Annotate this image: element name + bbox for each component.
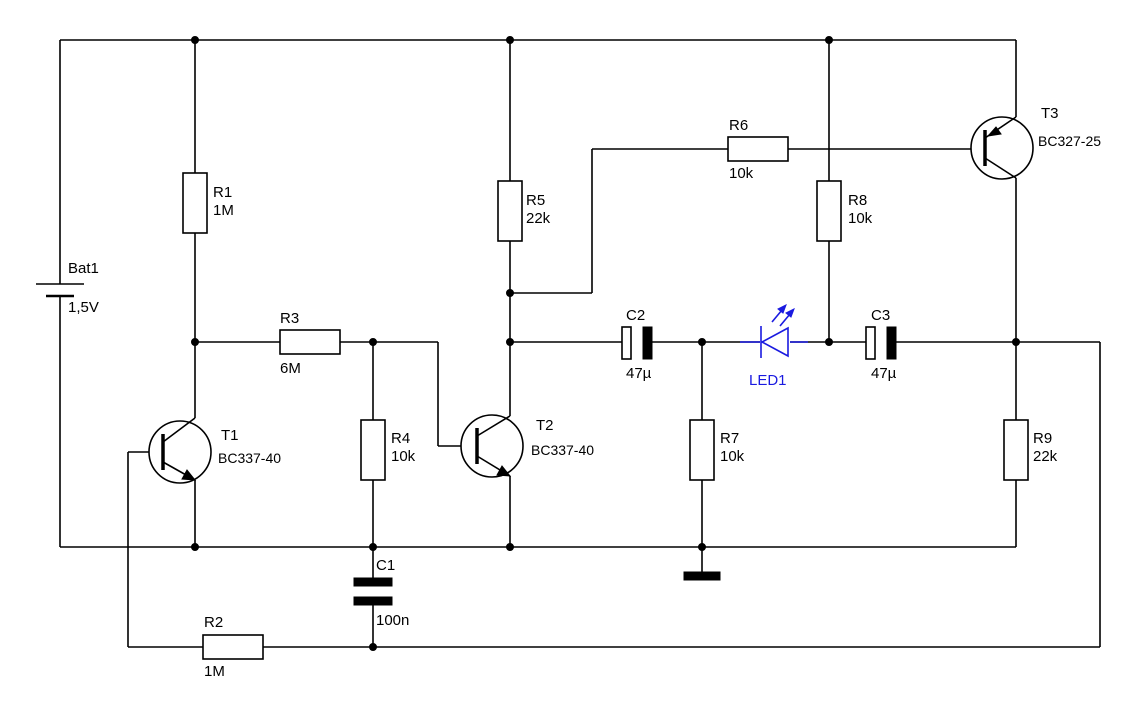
c1-value: 100n: [376, 612, 409, 629]
t1-ref: T1: [221, 427, 239, 444]
junction-dot: [698, 338, 706, 346]
transistor-t1: T1 BC337-40: [148, 417, 281, 484]
junction-dot: [369, 643, 377, 651]
resistor-r3: R3 6M: [279, 310, 341, 377]
resistor-r6: R6 10k: [727, 117, 789, 182]
c3-ref: C3: [871, 307, 890, 324]
junction-dots: [191, 36, 1020, 651]
t1-value: BC337-40: [218, 450, 281, 466]
r4-ref: R4: [391, 430, 410, 447]
junction-dot: [191, 338, 199, 346]
junction-dot: [506, 338, 514, 346]
wires: [59, 39, 1101, 648]
r3-ref: R3: [280, 310, 299, 327]
junction-dot: [825, 36, 833, 44]
capacitor-c3: C3 47µ: [865, 307, 897, 382]
r7-value: 10k: [720, 448, 745, 465]
resistor-r7: R7 10k: [689, 419, 745, 481]
battery-value: 1,5V: [68, 299, 99, 316]
battery-bat1: Bat1 1,5V: [36, 260, 99, 316]
r2-value: 1M: [204, 663, 225, 680]
junction-dot: [1012, 338, 1020, 346]
transistor-t2: T2 BC337-40: [460, 414, 594, 478]
junction-dot: [506, 289, 514, 297]
r9-ref: R9: [1033, 430, 1052, 447]
resistor-r8: R8 10k: [816, 180, 873, 242]
c3-value: 47µ: [871, 365, 897, 382]
led-ref: LED1: [749, 372, 787, 389]
t3-value: BC327-25: [1038, 133, 1101, 149]
ground-symbol: [683, 571, 721, 581]
t3-ref: T3: [1041, 105, 1059, 122]
t2-value: BC337-40: [531, 442, 594, 458]
junction-dot: [369, 543, 377, 551]
resistor-r5: R5 22k: [497, 180, 551, 242]
junction-dot: [191, 36, 199, 44]
r6-value: 10k: [729, 165, 754, 182]
r8-ref: R8: [848, 192, 867, 209]
capacitor-c2: C2 47µ: [621, 307, 653, 382]
resistor-r1: R1 1M: [182, 172, 234, 234]
junction-dot: [825, 338, 833, 346]
r1-ref: R1: [213, 184, 232, 201]
r3-value: 6M: [280, 360, 301, 377]
c1-ref: C1: [376, 557, 395, 574]
junction-dot: [191, 543, 199, 551]
r2-ref: R2: [204, 614, 223, 631]
junction-dot: [369, 338, 377, 346]
r7-ref: R7: [720, 430, 739, 447]
led-led1: LED1: [740, 303, 808, 389]
junction-dot: [698, 543, 706, 551]
c2-ref: C2: [626, 307, 645, 324]
junction-dot: [506, 543, 514, 551]
c2-value: 47µ: [626, 365, 652, 382]
resistor-r9: R9 22k: [1003, 419, 1058, 481]
capacitor-c1: C1 100n: [353, 557, 409, 629]
r4-value: 10k: [391, 448, 416, 465]
transistor-t3: T3 BC327-25: [970, 105, 1101, 180]
r6-ref: R6: [729, 117, 748, 134]
battery-ref: Bat1: [68, 260, 99, 277]
t2-ref: T2: [536, 417, 554, 434]
r1-value: 1M: [213, 202, 234, 219]
resistor-r2: R2 1M: [202, 614, 264, 680]
r5-value: 22k: [526, 210, 551, 227]
resistor-r4: R4 10k: [360, 419, 416, 481]
r9-value: 22k: [1033, 448, 1058, 465]
junction-dot: [506, 36, 514, 44]
r5-ref: R5: [526, 192, 545, 209]
r8-value: 10k: [848, 210, 873, 227]
